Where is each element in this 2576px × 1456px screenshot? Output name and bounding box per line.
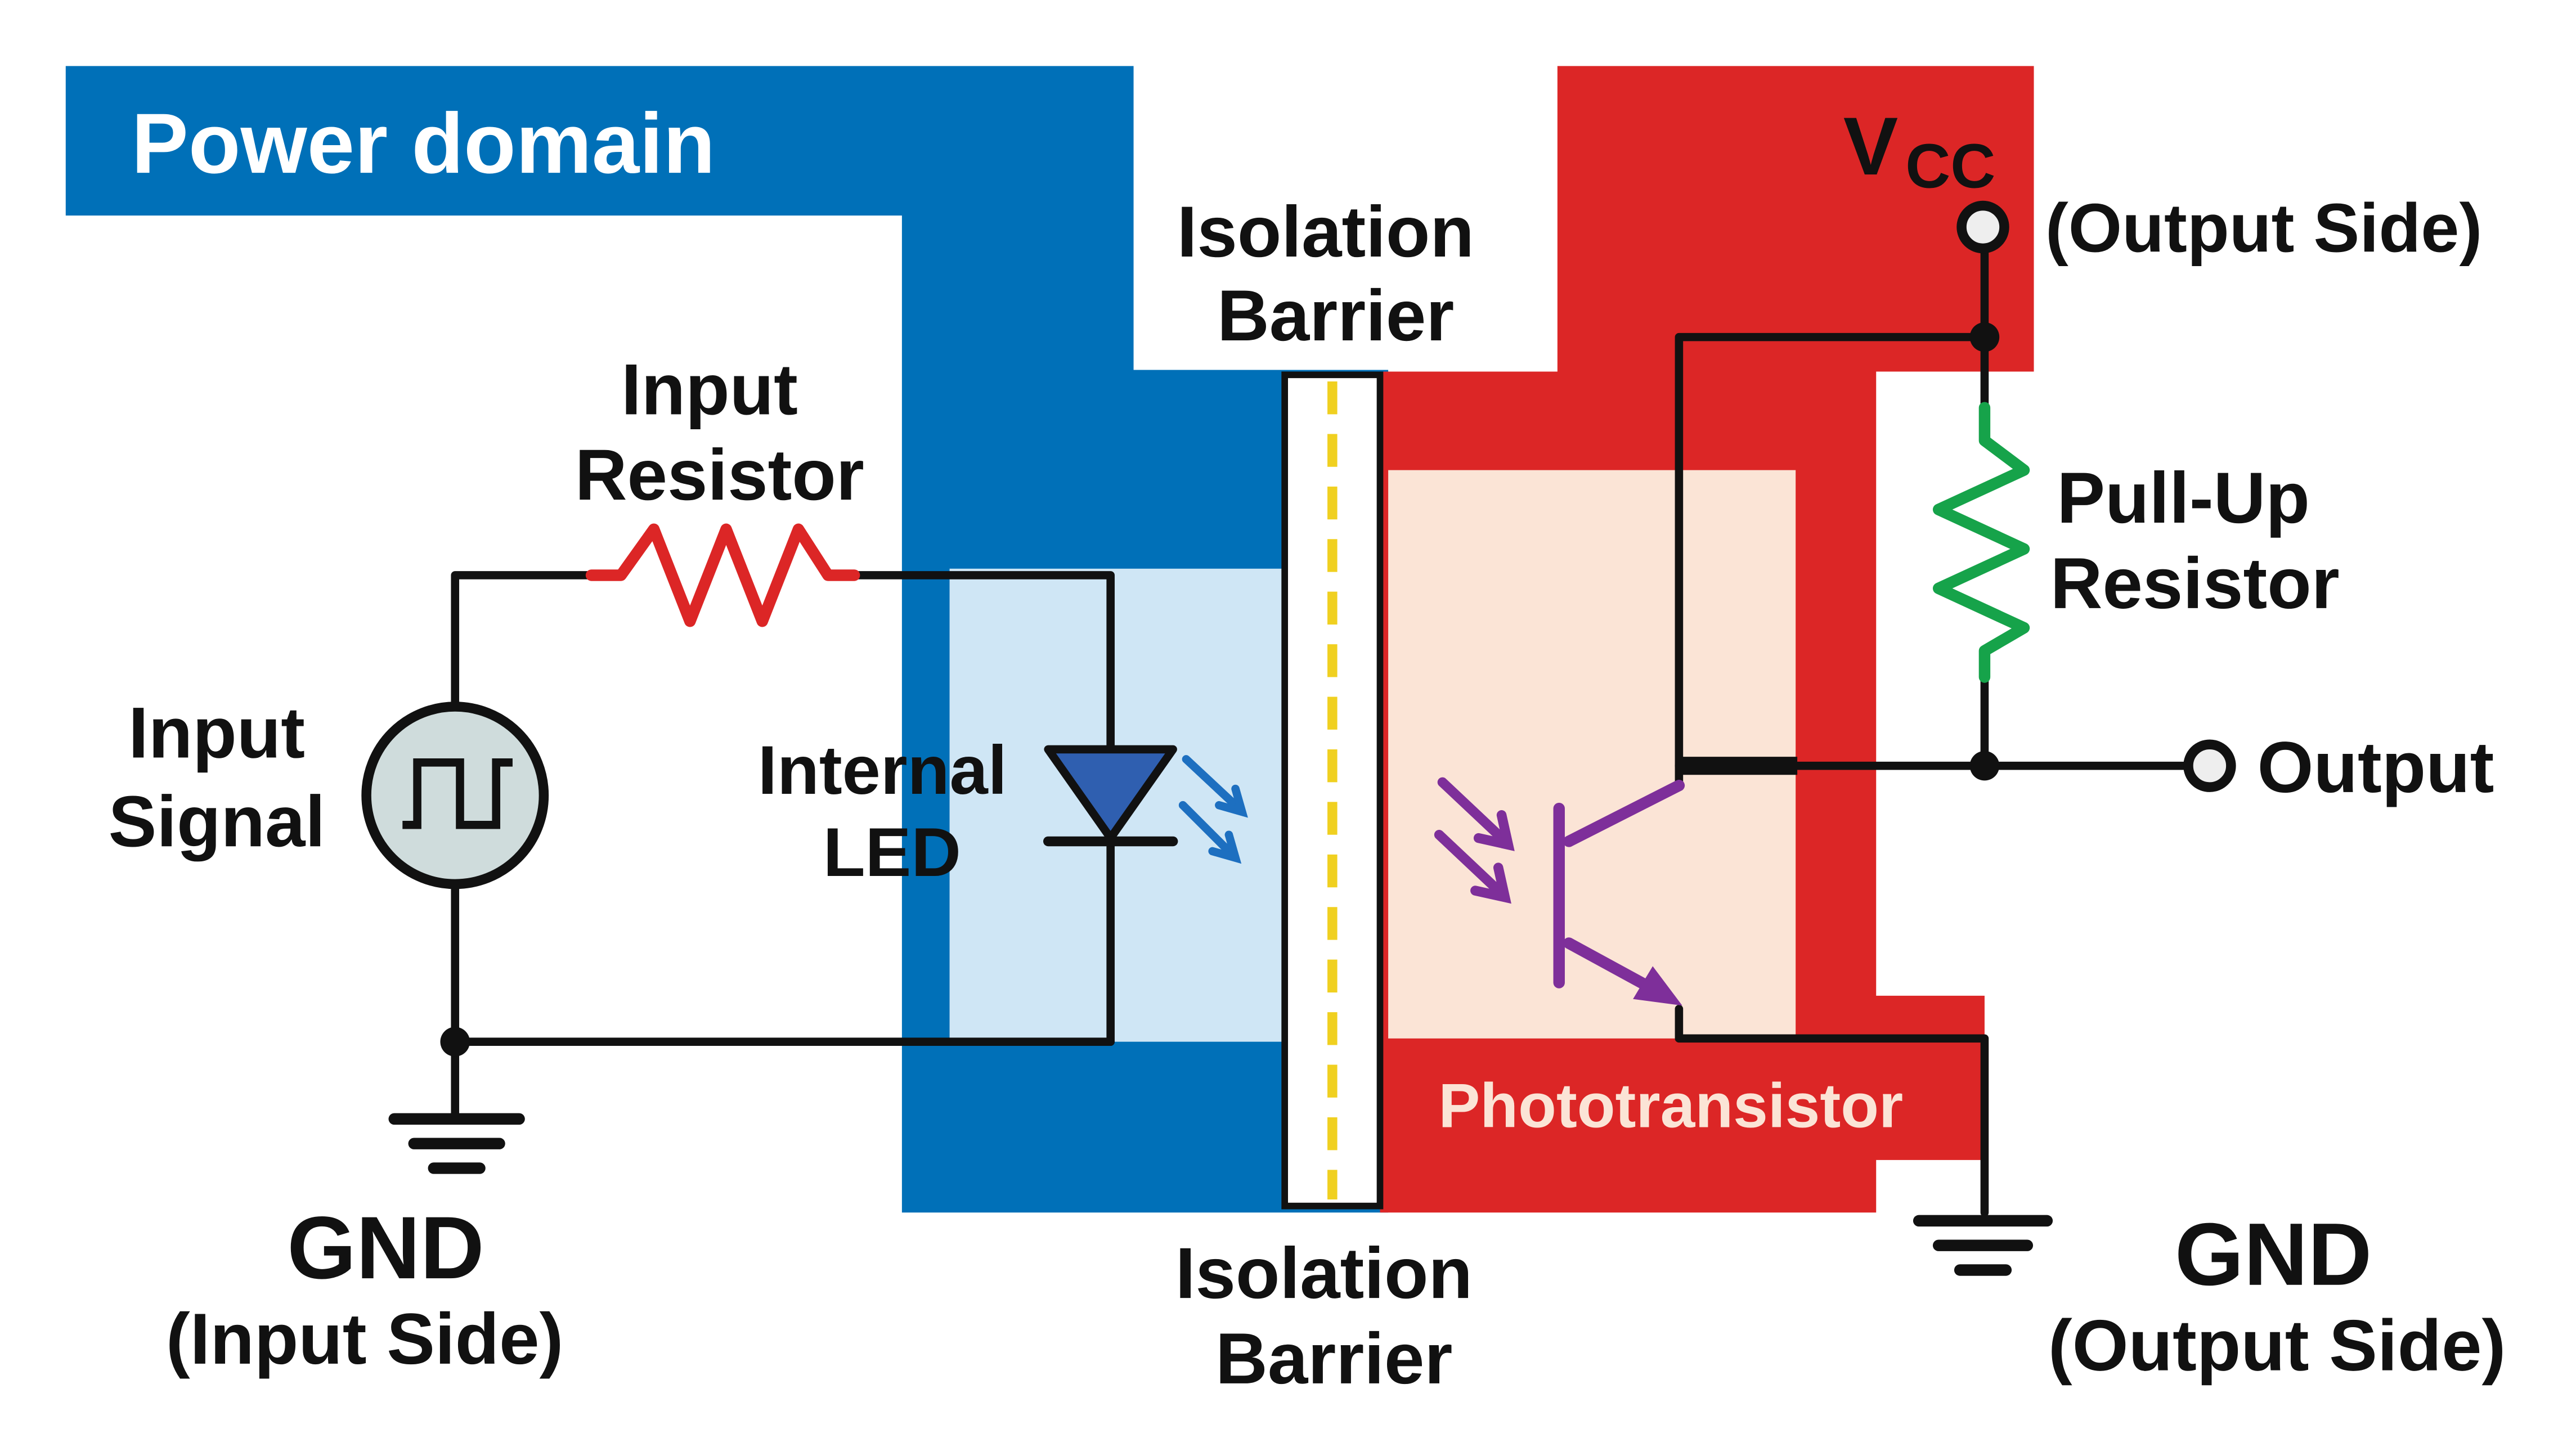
gnd-input-label: GND (Input Side): [166, 1198, 563, 1379]
vcc-side-label: (Output Side): [2045, 189, 2482, 266]
vcc-label: V CC: [1843, 100, 1996, 201]
pullup-resistor: [1932, 402, 2030, 683]
input-signal-label: Input Signal: [109, 693, 325, 862]
isolation-barrier-top-label: Isolation Barrier: [1177, 192, 1495, 356]
transistor-emitter-arrow: [1633, 966, 1682, 1006]
input-resistor-label: Input Resistor: [575, 349, 864, 515]
pullup-resistor-label: Pull-Up Resistor: [2050, 458, 2340, 624]
output-label: Output: [2258, 727, 2494, 808]
vcc-junction-dot: [1969, 322, 2000, 352]
transistor-light-arrows-icon: [1434, 777, 1515, 904]
input-resistor: [585, 523, 860, 627]
transistor-area: [1388, 470, 1796, 1039]
isolation-barrier-bottom-label: Isolation Barrier: [1175, 1233, 1493, 1399]
vcc-terminal: [1956, 200, 2009, 254]
gnd-output-label: GND (Output Side): [2048, 1205, 2506, 1386]
phototransistor-label: Phototransistor: [1438, 1071, 1903, 1140]
led-light-arrows-icon: [1178, 755, 1248, 864]
power-domain-label: Power domain: [132, 96, 716, 191]
internal-led-label: Internal LED: [758, 731, 1026, 891]
input-ground-icon: [388, 1113, 525, 1174]
input-junction-dot: [440, 1027, 470, 1057]
output-ground-icon: [1913, 1215, 2053, 1276]
output-terminal: [2183, 739, 2236, 792]
output-wires: [1675, 242, 2193, 1217]
led-diode-icon: [1043, 745, 1178, 847]
output-junction-dot: [1969, 751, 2000, 781]
square-wave-source-icon: [361, 702, 549, 889]
